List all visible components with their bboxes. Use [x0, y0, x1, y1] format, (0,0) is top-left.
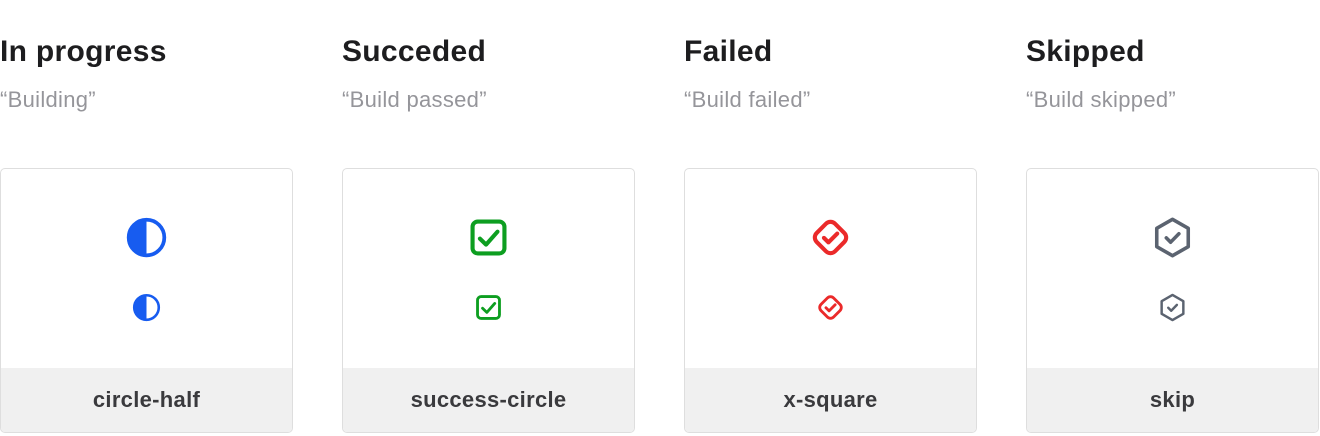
x-square-icon-large	[808, 215, 853, 260]
status-title: In progress	[0, 35, 167, 68]
icon-card-circle-half: circle-half	[0, 168, 293, 433]
x-square-icon-small	[815, 292, 846, 323]
status-title: Failed	[684, 35, 773, 68]
icon-card-footer: skip	[1027, 368, 1318, 432]
icon-card-body	[1027, 169, 1318, 368]
icon-name-label: success-circle	[410, 387, 567, 412]
skip-icon-large	[1150, 215, 1195, 260]
success-circle-icon-small	[473, 292, 504, 323]
circle-half-icon-small	[131, 292, 162, 323]
icon-card-body	[685, 169, 976, 368]
icon-card-footer: circle-half	[1, 368, 292, 432]
icon-card-body	[1, 169, 292, 368]
icon-card-body	[343, 169, 634, 368]
status-column-in-progress: In progress “Building” circle-	[0, 0, 293, 433]
status-subtitle: “Build skipped”	[1026, 87, 1177, 112]
success-circle-icon-large	[466, 215, 511, 260]
icon-card-footer: x-square	[685, 368, 976, 432]
status-subtitle: “Build failed”	[684, 87, 811, 112]
circle-half-icon-large	[124, 215, 169, 260]
icon-name-label: skip	[1149, 387, 1196, 412]
status-subtitle: “Build passed”	[342, 87, 487, 112]
status-title: Skipped	[1026, 35, 1145, 68]
icon-card-footer: success-circle	[343, 368, 634, 432]
icon-name-label: circle-half	[92, 387, 201, 412]
icon-card-success-circle: success-circle	[342, 168, 635, 433]
status-subtitle: “Building”	[0, 87, 96, 112]
status-column-failed: Failed “Build failed” x-square	[684, 0, 977, 433]
icon-card-skip: skip	[1026, 168, 1319, 433]
status-column-succeded: Succeded “Build passed” succes	[342, 0, 635, 433]
icon-name-label: x-square	[783, 387, 878, 412]
icon-card-x-square: x-square	[684, 168, 977, 433]
status-title: Succeded	[342, 35, 487, 68]
status-column-skipped: Skipped “Build skipped” skip	[1026, 0, 1319, 433]
skip-icon-small	[1157, 292, 1188, 323]
